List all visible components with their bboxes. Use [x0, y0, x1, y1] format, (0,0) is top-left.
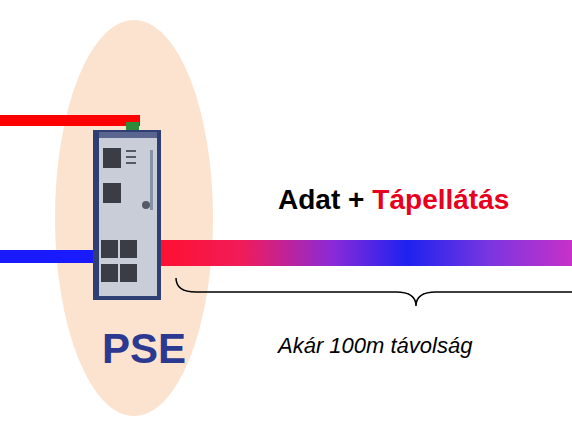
switch-symbol	[93, 122, 161, 300]
distance-bracket	[176, 278, 572, 306]
heading-data: Adat +	[278, 184, 364, 216]
power-wire	[0, 115, 140, 126]
port	[120, 240, 137, 258]
switch-housing	[93, 130, 161, 300]
port	[103, 148, 121, 168]
device-label: PSE	[102, 325, 186, 373]
led	[126, 156, 136, 158]
data-wire	[0, 250, 96, 263]
led	[126, 162, 136, 164]
port	[101, 240, 118, 258]
logo	[142, 201, 150, 209]
led	[126, 150, 136, 152]
port	[101, 264, 118, 282]
heading-power: Tápellátás	[372, 184, 509, 216]
region-ellipse	[55, 20, 213, 416]
port	[103, 183, 121, 203]
poe-cable	[160, 240, 572, 266]
switch-front	[99, 132, 157, 296]
distance-note: Akár 100m távolság	[278, 333, 472, 359]
port	[120, 264, 137, 282]
switch-top	[99, 132, 157, 138]
device-region: PSE	[55, 20, 213, 416]
side-label	[150, 150, 153, 210]
